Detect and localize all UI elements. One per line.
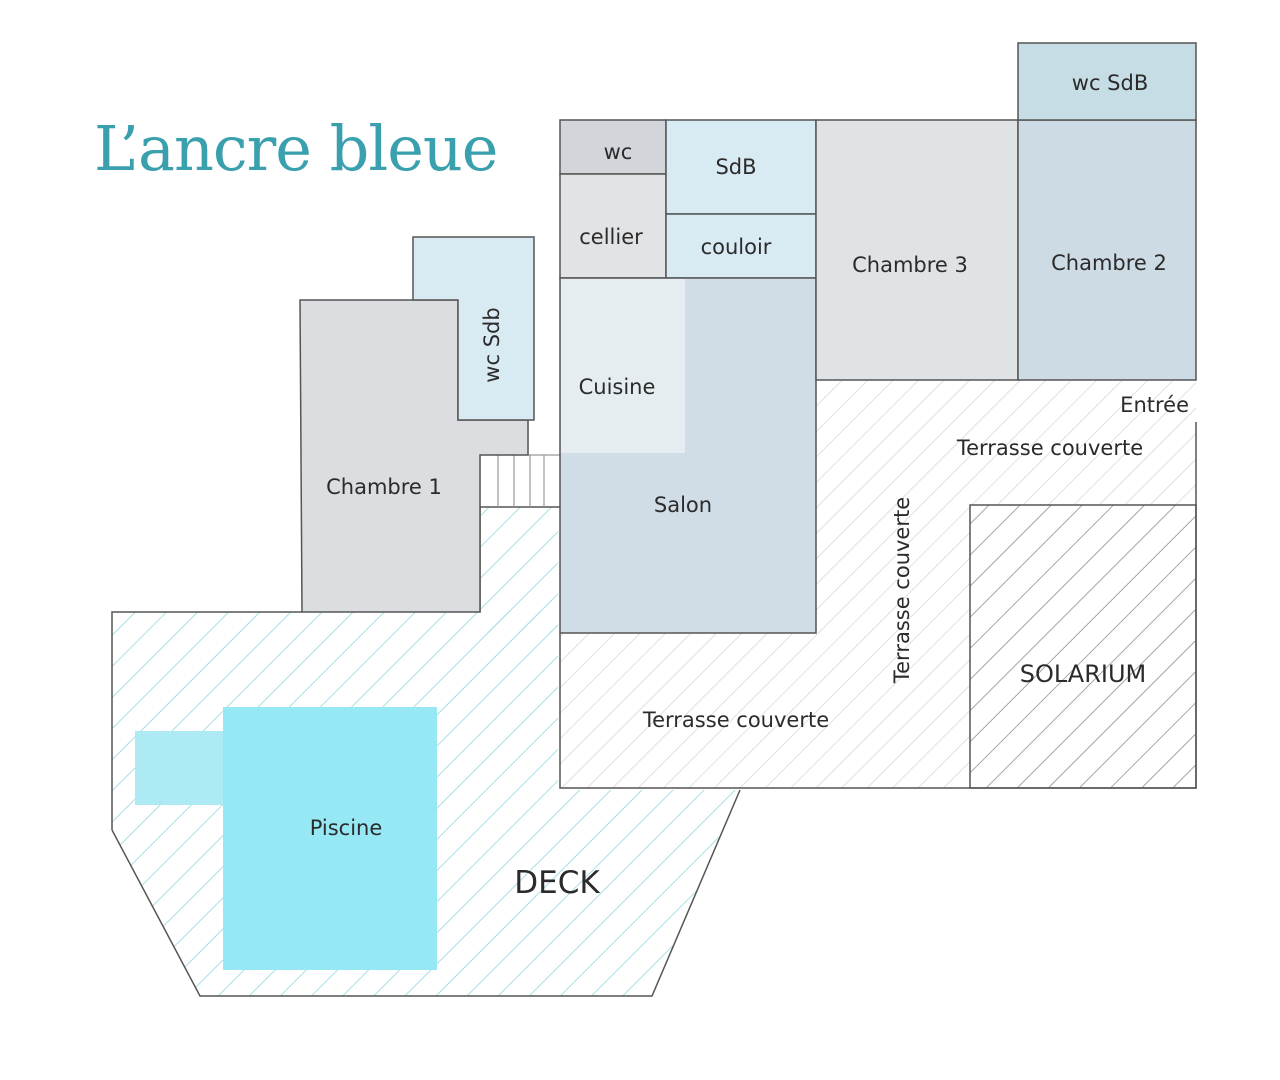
label-wc: wc [604,140,633,164]
wc-sdb-side-room [412,236,535,421]
wc-room [559,119,667,175]
chambre3-room [815,119,1019,381]
label-sdb: SdB [715,155,756,179]
label-terrasse-top: Terrasse couverte [956,436,1143,460]
label-terrasse-vertical: Terrasse couverte [890,497,914,684]
chambre2-room [1017,119,1197,381]
label-chambre2: Chambre 2 [1051,251,1167,275]
label-cellier: cellier [579,225,643,249]
passage-area [480,507,558,633]
deck-outline-bottom [111,789,741,997]
solarium-area [969,504,1197,789]
cellier-room [559,173,667,279]
label-piscine: Piscine [310,816,383,840]
pool [223,707,437,970]
couloir-room [665,213,817,279]
label-deck: DECK [514,865,600,901]
label-couloir: couloir [701,235,772,259]
deck-outline [111,611,302,830]
label-chambre1: Chambre 1 [326,475,442,499]
label-cuisine: Cuisine [579,375,656,399]
cuisine-room [561,279,685,453]
pool-step [135,731,223,805]
sdb-room [665,119,817,215]
brand-title: L’ancre bleue [94,112,499,185]
label-entree: Entrée [1120,393,1189,417]
label-wc-sdb-top: wc SdB [1072,71,1148,95]
label-solarium: SOLARIUM [1020,660,1147,688]
terrace-area [560,380,1196,788]
label-terrasse-bottom: Terrasse couverte [642,708,829,732]
label-salon: Salon [654,493,712,517]
wc-sdb-top-room [1017,42,1197,121]
label-wc-sdb-side: wc Sdb [480,307,504,382]
label-chambre3: Chambre 3 [852,253,968,277]
salon-room [559,277,817,634]
